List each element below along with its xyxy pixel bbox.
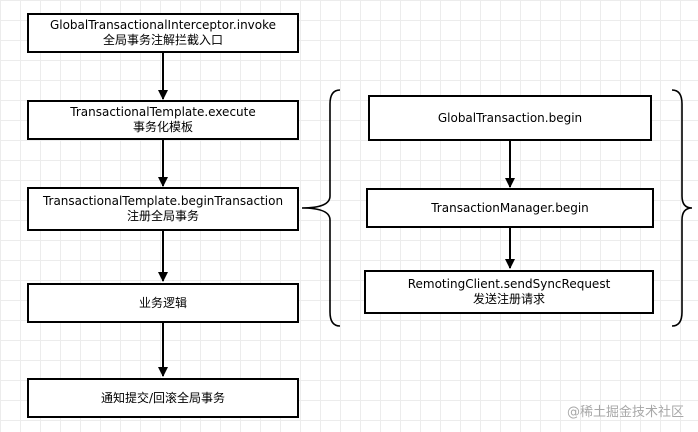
node-business-logic-label: 业务逻辑	[138, 295, 187, 310]
node-begin-transaction-method: TransactionalTemplate.beginTransaction	[42, 194, 284, 208]
node-template-execute-method: TransactionalTemplate.execute	[70, 105, 256, 119]
node-notify-commit-rollback: 通知提交/回滚全局事务	[27, 378, 299, 418]
node-global-transaction-begin: GlobalTransaction.begin	[368, 95, 652, 141]
node-template-execute: TransactionalTemplate.execute 事务化模板	[27, 100, 299, 140]
node-begin-transaction-desc: 注册全局事务	[126, 209, 199, 223]
node-global-transaction-begin-label: GlobalTransaction.begin	[437, 110, 583, 125]
watermark: @稀土掘金技术社区	[566, 405, 684, 420]
node-interceptor-invoke-desc: 全局事务注解拦截入口	[102, 33, 223, 47]
node-remoting-desc: 发送注册请求	[472, 292, 545, 306]
right-curly-brace	[671, 89, 693, 327]
node-template-execute-desc: 事务化模板	[132, 120, 193, 134]
node-notify-label: 通知提交/回滚全局事务	[100, 390, 226, 405]
node-begin-transaction: TransactionalTemplate.beginTransaction 注…	[27, 187, 299, 231]
node-business-logic: 业务逻辑	[27, 283, 299, 323]
node-remoting-method: RemotingClient.sendSyncRequest	[407, 277, 611, 291]
node-transaction-manager-begin-label: TransactionManager.begin	[431, 200, 589, 215]
node-transaction-manager-begin: TransactionManager.begin	[366, 188, 654, 228]
node-interceptor-invoke-method: GlobalTransactionalInterceptor.invoke	[49, 18, 277, 32]
node-interceptor-invoke: GlobalTransactionalInterceptor.invoke 全局…	[27, 13, 299, 53]
node-remoting-send-sync-request: RemotingClient.sendSyncRequest 发送注册请求	[364, 270, 654, 314]
left-curly-brace	[301, 89, 341, 327]
